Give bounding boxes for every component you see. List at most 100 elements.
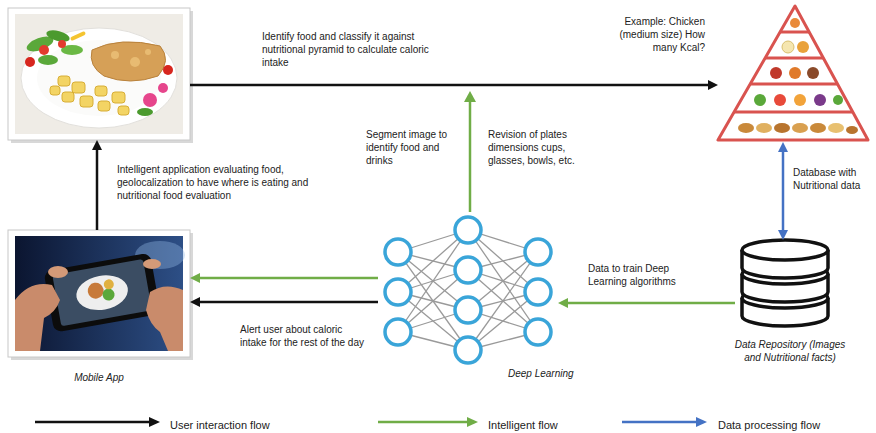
arrow-head <box>778 142 788 152</box>
food-pyramid-part <box>774 94 786 106</box>
data-repository-node: Data Repository (Images and Nutritional … <box>735 240 835 332</box>
food-photo-part <box>158 83 168 93</box>
legend-samples-part <box>149 417 160 427</box>
node-caption-wrap: Mobile App <box>8 371 190 384</box>
node-caption: Data Repository (Images and Nutritional … <box>725 338 855 364</box>
edge-label-wrap: Database with Nutritional data <box>793 166 873 192</box>
food-photo-part <box>112 92 125 103</box>
mobile-app-photo-part-part <box>102 288 116 302</box>
flow-connector <box>558 298 735 308</box>
connector-line <box>96 148 99 230</box>
food-pyramid <box>718 6 868 140</box>
food-photo-part <box>163 65 173 75</box>
food-pyramid-part <box>756 123 772 133</box>
arrow-head <box>190 273 200 283</box>
mobile-app-photo <box>8 230 193 360</box>
node-caption-wrap: Data Repository (Images and Nutritional … <box>725 338 855 364</box>
edge-label: Intelligent application evaluating food,… <box>117 163 332 202</box>
edge-label-wrap: Data to train Deep Learning algorithms <box>588 262 706 288</box>
edge-label: Identify food and classify it against nu… <box>262 30 447 69</box>
flow-connector <box>92 140 102 230</box>
food-pyramid-part <box>734 111 853 114</box>
node-caption-wrap: Deep Learning <box>508 367 598 380</box>
legend-samples-part <box>622 421 697 424</box>
food-photo-part <box>45 28 71 44</box>
food-pyramid-part <box>718 6 868 140</box>
edge-label: Alert user about caloric intake for the … <box>240 323 365 349</box>
annotation: Segment image to identify food and drink… <box>366 128 461 167</box>
annotation-wrap: Segment image to identify food and drink… <box>366 128 461 167</box>
food-photo-part <box>145 49 151 55</box>
legend-entry: User interaction flow <box>170 415 270 433</box>
edge-label-wrap: Intelligent application evaluating food,… <box>117 163 332 202</box>
food-photo-part <box>50 86 60 95</box>
mobile-app-photo-part <box>11 233 193 360</box>
food-photo-part <box>72 82 85 93</box>
food-photo-part <box>15 14 183 134</box>
annotation-wrap: Revision of plates dimensions cups, glas… <box>488 128 580 167</box>
food-photo-part <box>130 57 140 67</box>
arrow-head <box>190 297 200 307</box>
food-photo-part <box>58 40 66 48</box>
network-neurons-part <box>455 257 481 283</box>
arrow-head <box>92 140 102 150</box>
food-pyramid-part <box>770 67 782 79</box>
mobile-app-photo-part-part <box>103 279 115 291</box>
food-photo-part <box>95 86 107 96</box>
mobile-app-photo-part <box>8 230 190 357</box>
legend-samples-part <box>378 421 468 424</box>
annotation: Revision of plates dimensions cups, glas… <box>488 128 580 167</box>
edge-label: Database with Nutritional data <box>793 166 873 192</box>
network-neurons-part <box>525 279 551 305</box>
connector-line <box>198 301 378 304</box>
connector-line <box>566 302 735 305</box>
food-pyramid-part <box>794 94 806 106</box>
food-pyramid-part <box>738 123 754 133</box>
mobile-app-photo-part-part <box>74 271 131 314</box>
legend-entry: Intelligent flow <box>488 415 558 433</box>
flow-connector <box>190 80 718 90</box>
food-pyramid-part <box>750 83 837 86</box>
food-pyramid-part <box>774 123 790 133</box>
legend-samples <box>35 417 707 427</box>
food-pyramid-part <box>754 94 766 106</box>
node-caption: Deep Learning <box>508 367 598 380</box>
food-photo-part <box>70 31 86 41</box>
food-pyramid-part <box>814 94 826 106</box>
legend-samples-part <box>467 417 478 427</box>
example-note: Example: Chicken (medium size) How many … <box>593 15 705 54</box>
arrow-head <box>778 230 788 240</box>
network-neurons-part <box>455 337 481 363</box>
food-photo-node <box>8 8 190 140</box>
network-neurons-part <box>455 217 481 243</box>
mobile-app-photo-part <box>143 259 161 269</box>
food-pyramid-part <box>780 31 809 34</box>
food-photo-part <box>98 101 110 111</box>
food-photo-part <box>21 28 177 128</box>
network-neurons-part <box>525 239 551 265</box>
legend-samples-part <box>696 417 707 427</box>
intelligent-flow-arrow-part <box>464 91 476 102</box>
food-pyramid-part <box>782 41 794 53</box>
legend-entry: Data processing flow <box>718 415 820 433</box>
network-neurons-part <box>525 319 551 345</box>
food-photo-part <box>8 8 190 140</box>
network-neurons <box>385 217 551 363</box>
food-photo-part <box>137 108 153 116</box>
food-photo <box>8 8 193 143</box>
intelligent-flow-arrow <box>464 91 476 212</box>
mobile-app-node: Mobile App <box>8 230 190 357</box>
legend-text: Intelligent flow <box>488 418 558 432</box>
edge-label-wrap: Identify food and classify it against nu… <box>262 30 447 69</box>
network-neurons-part <box>385 319 411 345</box>
food-pyramid-part <box>833 95 843 105</box>
connector-line <box>198 277 378 280</box>
legend-text: User interaction flow <box>170 418 270 432</box>
arrow-head <box>558 298 568 308</box>
node-caption: Mobile App <box>8 371 190 384</box>
food-pyramid-part <box>846 126 858 134</box>
intelligent-flow-arrow-part <box>469 100 472 212</box>
food-pyramid-part <box>807 67 819 79</box>
connector-line <box>190 84 710 87</box>
